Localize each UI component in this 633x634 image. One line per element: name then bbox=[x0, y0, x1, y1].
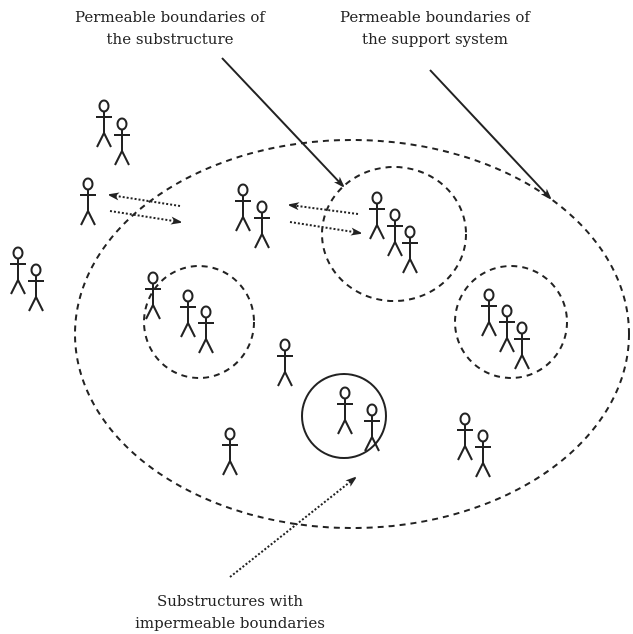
person-icon bbox=[96, 99, 112, 148]
person-icon bbox=[28, 263, 44, 312]
label-line: impermeable boundaries bbox=[135, 614, 325, 632]
person-icon bbox=[235, 183, 251, 232]
person-icon bbox=[180, 289, 196, 338]
exchange-arrow-out-sub bbox=[290, 205, 359, 215]
person-icon bbox=[369, 191, 385, 240]
person-icon bbox=[364, 403, 380, 452]
impermeable-substructure-boundary bbox=[301, 373, 387, 459]
person-icon bbox=[277, 338, 293, 387]
person-icon bbox=[80, 177, 96, 226]
arrow-to-support-system bbox=[429, 69, 550, 198]
label-substructure-boundary: Permeable boundaries of the substructure bbox=[70, 6, 270, 50]
person-icon bbox=[222, 427, 238, 476]
person-icon bbox=[387, 208, 403, 257]
person-icon bbox=[499, 304, 515, 353]
person-icon bbox=[114, 117, 130, 166]
arrow-to-substructure bbox=[221, 57, 343, 186]
person-icon bbox=[457, 412, 473, 461]
person-icon bbox=[475, 429, 491, 478]
support-system-boundary bbox=[74, 139, 630, 529]
label-line: the support system bbox=[362, 30, 508, 48]
label-line: the substructure bbox=[106, 30, 234, 48]
arrow-to-impermeable bbox=[229, 478, 355, 578]
person-icon bbox=[481, 288, 497, 337]
exchange-arrow-out-left bbox=[110, 195, 181, 207]
person-icon bbox=[402, 225, 418, 274]
label-line: Substructures with bbox=[156, 592, 304, 610]
person-icon bbox=[337, 386, 353, 435]
label-line: Permeable boundaries of bbox=[75, 8, 265, 26]
person-icon bbox=[145, 271, 161, 320]
person-icon bbox=[10, 246, 26, 295]
exchange-arrow-in-left bbox=[109, 210, 180, 222]
person-icon bbox=[254, 200, 270, 249]
person-icon bbox=[198, 305, 214, 354]
substructure-boundary-right bbox=[454, 265, 568, 379]
exchange-arrow-in-sub bbox=[289, 221, 360, 233]
label-line: Permeable boundaries of bbox=[340, 8, 530, 26]
substructure-boundary-top bbox=[321, 166, 467, 302]
label-support-boundary: Permeable boundaries of the support syst… bbox=[335, 6, 535, 50]
person-icon bbox=[514, 321, 530, 370]
label-impermeable: Substructures with impermeable boundarie… bbox=[120, 590, 340, 634]
substructure-boundary-left bbox=[143, 265, 255, 379]
